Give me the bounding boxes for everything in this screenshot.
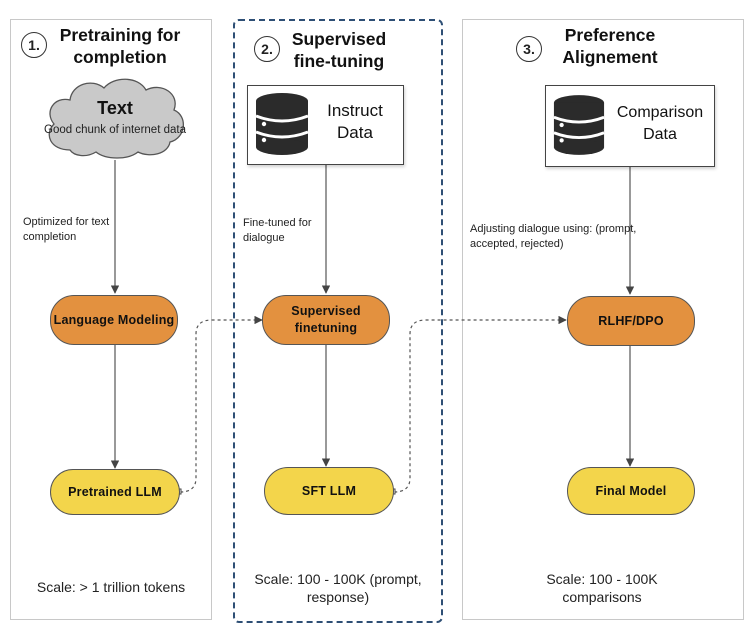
- cloud-heading: Text: [97, 98, 133, 118]
- stage-2-scale: Scale: 100 - 100K (prompt, response): [254, 571, 422, 605]
- stage-3-number: 3.: [516, 36, 542, 62]
- stage-1-annotation: Optimized for text completion: [23, 216, 110, 243]
- output-sft-llm: SFT LLM: [264, 467, 394, 515]
- instruct-data-label: Instruct Data: [327, 101, 383, 142]
- stage-1-number: 1.: [21, 32, 47, 58]
- database-icon: [255, 93, 309, 155]
- stage-1-scale: Scale: > 1 trillion tokens: [36, 579, 186, 595]
- stage-2-annotation: Fine-tuned for dialogue: [243, 217, 312, 244]
- instruct-data-box: Instruct Data: [247, 85, 404, 165]
- stage-3-annotation: Adjusting dialogue using: (prompt, accep…: [470, 223, 637, 250]
- comparison-data-box: Comparison Data: [545, 85, 715, 167]
- dashed-connector-sftllm-to-rlhf: [393, 315, 567, 493]
- stage-panel-pretraining: [10, 19, 212, 620]
- stage-2-number: 2.: [254, 36, 280, 62]
- process-supervised-finetuning: Supervised finetuning: [262, 295, 390, 345]
- dashed-connector-pretrained-to-sft: [179, 315, 263, 493]
- process-rlhf-dpo: RLHF/DPO: [567, 296, 695, 346]
- stage-1-title: Pretraining for completion: [59, 25, 181, 67]
- output-pretrained-llm: Pretrained LLM: [50, 469, 180, 515]
- stage-panel-sft: [233, 19, 443, 623]
- comparison-data-label: Comparison Data: [616, 104, 704, 143]
- cloud-icon: [48, 78, 184, 159]
- database-icon: [553, 95, 605, 155]
- stage-3-scale: Scale: 100 - 100K comparisons: [546, 571, 658, 605]
- stage-3-title: Preference Alignement: [562, 25, 658, 67]
- output-final-model: Final Model: [567, 467, 695, 515]
- process-language-modeling: Language Modeling: [50, 295, 178, 345]
- cloud-subtext: Good chunk of internet data: [44, 124, 186, 136]
- stage-2-title: Supervised fine-tuning: [291, 29, 387, 71]
